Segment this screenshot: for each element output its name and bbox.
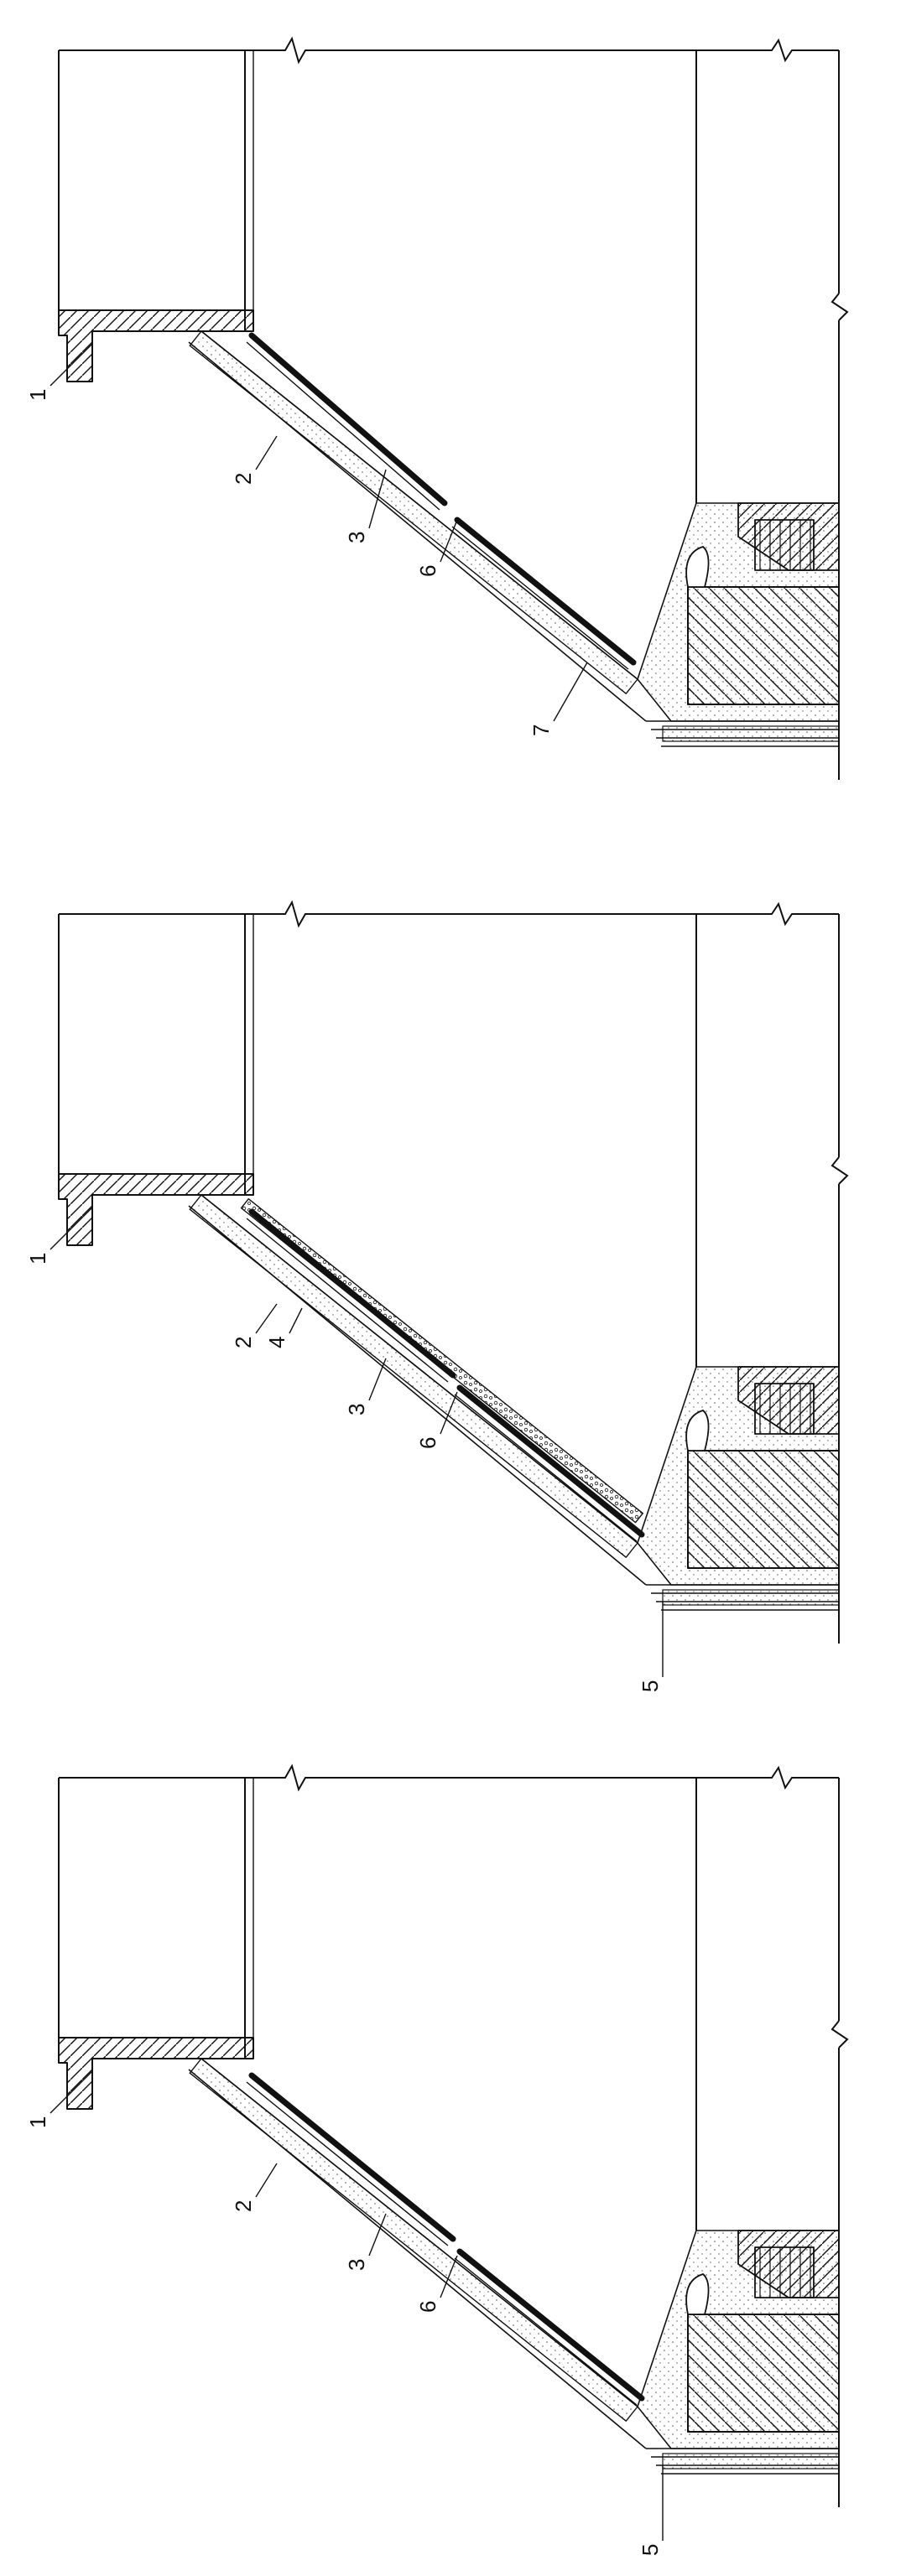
callout-label-6: 6 [415, 2301, 440, 2313]
leader-6 [440, 2255, 458, 2298]
strata-band [662, 725, 840, 742]
column-break [830, 1156, 849, 1185]
column-break [830, 293, 849, 321]
strata-band [662, 2453, 840, 2470]
slope-bottom-edge [188, 1205, 647, 1586]
slope-panel-2 [456, 1384, 645, 1538]
callout-label-3: 3 [344, 2259, 369, 2271]
fig-bottom: 1 2 3 6 5 [25, 1763, 849, 2556]
callout-label-1: 1 [25, 2116, 50, 2128]
slope-panel-under-2 [454, 2257, 638, 2406]
callout-label-1: 1 [25, 1253, 50, 1265]
leader-2 [255, 2163, 278, 2198]
slope-panel-under-1 [246, 2081, 449, 2246]
foot-block [58, 2037, 254, 2110]
leader-2 [255, 435, 278, 470]
foot-block [58, 1173, 254, 1246]
leader-3 [368, 2213, 387, 2257]
slope-top-edge [200, 2058, 638, 2407]
drain-notch [685, 545, 710, 588]
leader-7 [553, 662, 588, 722]
slope-top-edge [200, 1194, 638, 1544]
slope-bottom-edge [188, 2069, 647, 2449]
break-line-top [59, 1763, 839, 1792]
slope-panel-1 [248, 2072, 456, 2242]
slope-base-layer [189, 2058, 638, 2422]
leader-2 [255, 1303, 278, 1334]
slope-panel-2 [456, 2248, 645, 2402]
slope-panel-1 [248, 332, 448, 506]
callout-label-6: 6 [415, 565, 440, 577]
callout-label-7: 7 [528, 724, 554, 736]
fig-top: 1 2 3 6 7 [25, 36, 849, 780]
leader-1 [49, 343, 93, 387]
callout-label-5: 5 [638, 2544, 663, 2556]
slope-panel-1 [248, 1208, 456, 1379]
slope-panel-under-2 [454, 1394, 638, 1542]
callout-label-2: 2 [231, 1337, 256, 1348]
leader-6 [440, 519, 458, 563]
drain-notch [685, 2272, 710, 2315]
slope-gravel-layer [240, 1197, 643, 1524]
base-block [687, 1450, 840, 1569]
cap-vertical [754, 1383, 815, 1435]
callout-label-1: 1 [25, 389, 50, 401]
leader-3 [368, 469, 387, 529]
slope-top-edge [200, 330, 638, 680]
callout-label-2: 2 [231, 2200, 256, 2212]
callout-label-3: 3 [344, 532, 369, 543]
callout-label-6: 6 [415, 1437, 440, 1449]
column-break [830, 2020, 849, 2049]
slope-panel-under-1 [246, 1218, 449, 1383]
leader-3 [368, 1358, 387, 1401]
callout-label-3: 3 [344, 1404, 369, 1415]
cap-vertical [754, 2246, 815, 2298]
slope-base-layer [189, 330, 638, 694]
leader-4 [289, 1307, 303, 1334]
break-line-top [59, 36, 839, 65]
foot-block [58, 309, 254, 382]
slope-panel-2 [454, 517, 637, 666]
slope-panel-under-1 [246, 341, 440, 511]
slope-bottom-edge [188, 341, 647, 722]
leader-1 [49, 1207, 93, 1250]
base-block [687, 586, 840, 705]
break-line-top [59, 900, 839, 928]
cap-vertical [754, 519, 815, 571]
strata-band [662, 1589, 840, 1606]
drain-notch [685, 1409, 710, 1452]
base-block [687, 2314, 840, 2433]
leader-6 [440, 1391, 458, 1435]
callout-label-5: 5 [638, 1680, 663, 1692]
leader-1 [49, 2070, 93, 2114]
slope-base-layer [189, 1194, 638, 1558]
callout-label-2: 2 [231, 473, 256, 485]
callout-label-4: 4 [264, 1337, 289, 1348]
slope-panel-under-2 [451, 526, 629, 670]
